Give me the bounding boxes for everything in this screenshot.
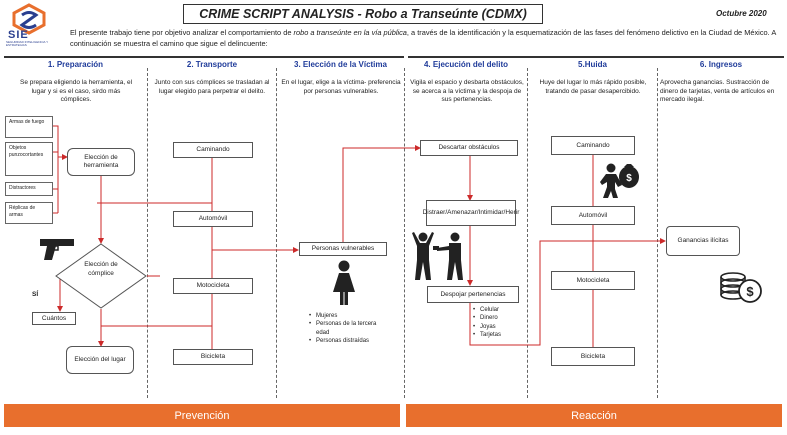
svg-text:$: $ [746, 284, 754, 299]
place-choice-box: Elección del lugar [66, 346, 134, 374]
intro-part-3: , a través de la identificación y la esq… [70, 28, 776, 48]
intro-part-1: El presente trabajo tiene por objetivo a… [70, 28, 292, 37]
list-item: Celular [473, 306, 523, 315]
tool-firearms: Armas de fuego [5, 116, 53, 138]
stolen-items-list: Celular Dinero Joyas Tarjetas [473, 306, 523, 339]
transport-car-box: Automóvil [173, 211, 253, 227]
thief-with-bag-icon: $ [600, 163, 639, 198]
reaction-band: Reacción [406, 404, 782, 427]
execution-step-2: Distraer/Amenazar/Intimidar/Herir [423, 200, 519, 226]
logo-subtitle: SEGURIDAD INTELIGENCIA Y ESTRATEGIAS [6, 40, 49, 47]
date-label: Octubre 2020 [716, 9, 767, 18]
escape-motorcycle-box: Motocicleta [551, 271, 635, 290]
column-head-victima: 3. Elección de la Víctima [294, 60, 387, 69]
tool-distractors: Distractores [5, 182, 53, 196]
escape-car-box: Automóvil [551, 206, 635, 225]
column-desc-preparacion: Se prepara eligiendo la herramienta, el … [20, 79, 133, 104]
header-rule-left [4, 56, 404, 58]
column-head-ingresos: 6. Ingresos [699, 60, 743, 69]
list-item: Dinero [473, 314, 523, 323]
page-title: CRIME SCRIPT ANALYSIS - Robo a Transeúnt… [199, 7, 527, 21]
column-separator [147, 68, 148, 398]
column-head-transporte: 2. Transporte [186, 60, 238, 69]
transport-motorcycle-box: Motocicleta [173, 278, 253, 294]
money-stack-icon: $ [720, 272, 762, 303]
list-item: Mujeres [309, 312, 385, 321]
list-item: Personas distraídas [309, 337, 385, 346]
column-separator [276, 68, 277, 398]
list-item: Tarjetas [473, 331, 523, 340]
sie-logo-icon [12, 3, 46, 35]
column-desc-ingresos: Aprovecha ganancias. Sustracción de dine… [660, 79, 775, 104]
escape-bicycle-box: Bicicleta [551, 347, 635, 366]
tool-replicas: Réplicas de armas [5, 202, 53, 224]
list-item: Joyas [473, 323, 523, 332]
logo-text: SIE [8, 29, 29, 41]
accomplice-decision-label: Elección de cómplice [84, 261, 118, 277]
column-head-preparacion: 1. Preparación [47, 60, 104, 69]
column-desc-transporte: Junto con sus cómplices se trasladan al … [154, 79, 270, 95]
intro-text: El presente trabajo tiene por objetivo a… [70, 28, 782, 49]
woman-icon [333, 260, 355, 305]
title-box: CRIME SCRIPT ANALYSIS - Robo a Transeúnt… [183, 4, 543, 24]
accomplice-decision-diamond [55, 243, 147, 309]
victim-list: Mujeres Personas de la tercera edad Pers… [309, 312, 385, 345]
vulnerable-people-box: Personas vulnerables [299, 242, 387, 256]
how-many-box: Cuántos [32, 312, 76, 325]
transport-walking-box: Caminando [173, 142, 253, 158]
execution-step-1: Descartar obstáculos [420, 140, 518, 156]
header-rule-right [408, 56, 784, 58]
column-head-ejecucion: 4. Ejecución del delito [423, 60, 509, 69]
execution-step-3: Despojar pertenencias [427, 286, 519, 303]
list-item: Personas de la tercera edad [309, 320, 385, 337]
transport-bicycle-box: Bicicleta [173, 349, 253, 365]
tool-blades: Objetos punzocortantes [5, 142, 53, 176]
column-separator [657, 68, 658, 398]
illicit-gains-box: Ganancias ilícitas [666, 226, 740, 256]
prevention-band: Prevención [4, 404, 400, 427]
column-head-huida: 5.Huida [578, 60, 607, 69]
column-desc-victima: En el lugar, elige a la víctima- prefere… [281, 79, 401, 95]
column-desc-huida: Huye del lugar lo más rápido posible, tr… [539, 79, 647, 95]
pistol-icon [40, 239, 74, 260]
escape-walking-box: Caminando [551, 136, 635, 155]
svg-text:$: $ [626, 173, 632, 184]
intro-emphasis: robo a transeúnte en la vía pública [293, 28, 407, 37]
yes-label: SÍ [32, 291, 39, 298]
tool-choice-box: Elección de herramienta [67, 148, 135, 176]
column-desc-ejecucion: Vigila el espacio y desbarta obstáculos,… [410, 79, 524, 104]
column-separator [404, 68, 405, 398]
column-separator [527, 68, 528, 398]
threat-scene-icon [412, 232, 463, 280]
